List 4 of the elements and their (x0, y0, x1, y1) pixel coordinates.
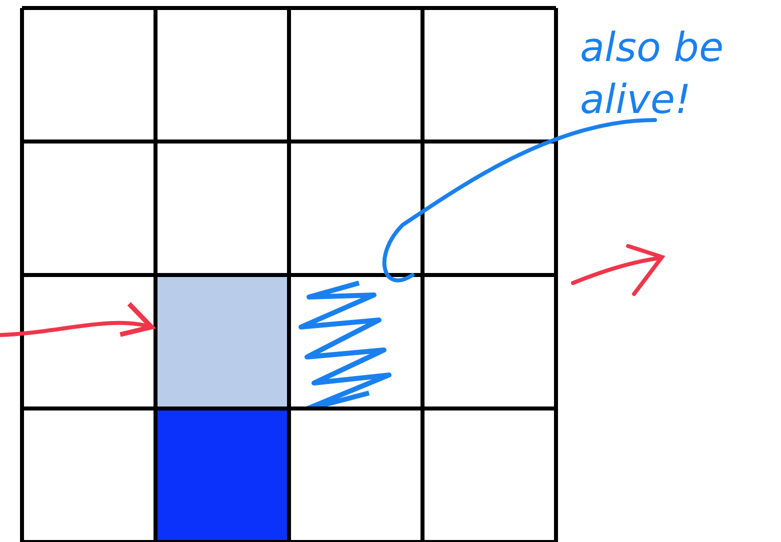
handwritten-note: also be alive! (580, 22, 770, 126)
shaded-grid-cell (156, 408, 289, 542)
shaded-grid-cell (156, 275, 289, 408)
arrow (0, 302, 154, 339)
